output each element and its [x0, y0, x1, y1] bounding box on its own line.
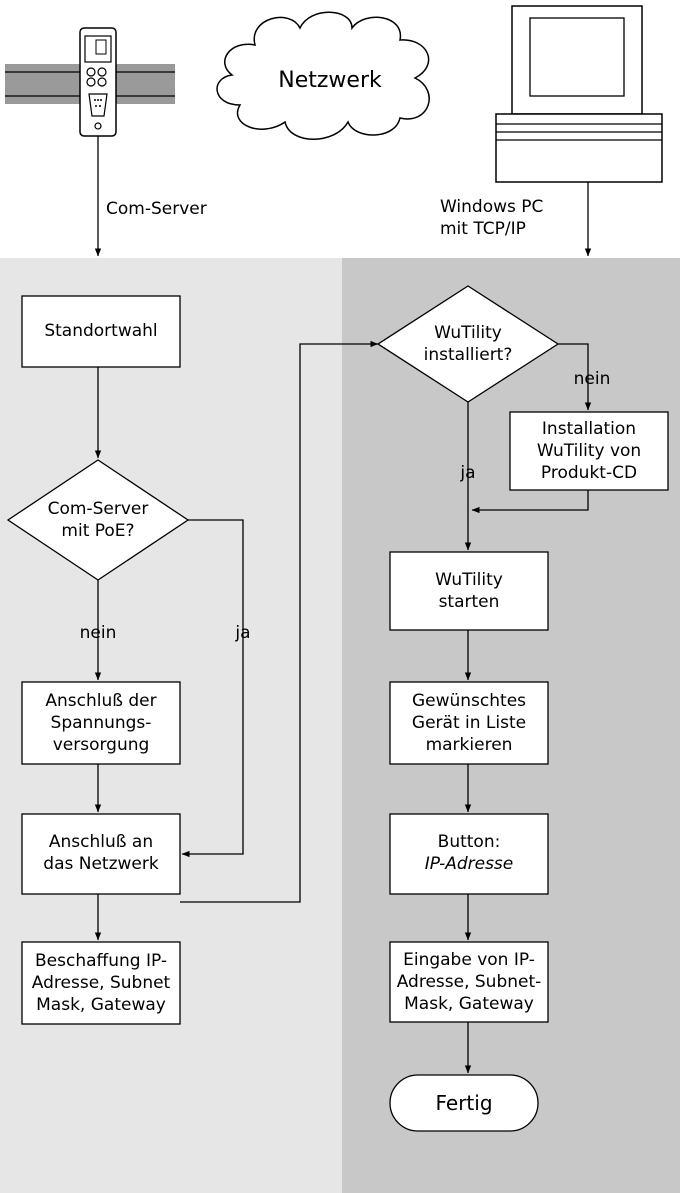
eingabe-line1: Eingabe von IP-	[403, 950, 535, 970]
poe-ja-label: ja	[235, 623, 251, 643]
beschaffung-line2: Adresse, Subnet	[31, 973, 171, 993]
installation-line2: WuTility von	[536, 441, 642, 461]
geraet-markieren-line1: Gewünschtes	[411, 691, 527, 711]
installation-line3: Produkt-CD	[540, 463, 638, 483]
poe-decision-line2: mit PoE?	[61, 521, 135, 541]
windows-pc-label-line1: Windows PC	[440, 197, 544, 217]
wutility-decision-label: WuTility installiert?	[398, 322, 538, 366]
connector-wutility-nein	[558, 343, 592, 411]
geraet-markieren-label: Gewünschtes Gerät in Liste markieren	[390, 690, 548, 756]
box-beschaffung	[21, 941, 181, 1025]
com-server-device-icon	[79, 27, 117, 137]
wutility-decision-line1: WuTility	[434, 323, 502, 343]
wutility-starten-line2: starten	[438, 592, 500, 612]
eingabe-label: Eingabe von IP- Adresse, Subnet- Mask, G…	[390, 949, 548, 1015]
poe-decision-label: Com-Server mit PoE?	[28, 498, 168, 542]
terminal-fertig	[389, 1074, 539, 1132]
wutility-nein-label: nein	[573, 369, 611, 389]
network-cloud-label: Netzwerk	[278, 68, 382, 93]
box-standortwahl	[21, 295, 181, 368]
geraet-markieren-line3: markieren	[425, 735, 513, 755]
connector-beschaffung-to-wutility	[180, 340, 379, 903]
anschluss-spannung-line3: versorgung	[52, 735, 150, 755]
wutility-starten-line1: WuTility	[435, 570, 503, 590]
geraet-markieren-line2: Gerät in Liste	[411, 713, 527, 733]
anschluss-spannung-label: Anschluß der Spannungs- versorgung	[22, 690, 180, 756]
network-cloud-icon	[216, 11, 430, 140]
wutility-decision-line2: installiert?	[423, 345, 513, 365]
box-anschluss-netzwerk	[21, 813, 181, 895]
windows-pc-label: Windows PC mit TCP/IP	[440, 196, 543, 240]
anschluss-spannung-line1: Anschluß der	[45, 691, 157, 711]
anschluss-netzwerk-line2: das Netzwerk	[43, 854, 159, 874]
box-wutility-starten	[389, 551, 549, 631]
beschaffung-line3: Mask, Gateway	[36, 995, 166, 1015]
beschaffung-line1: Beschaffung IP-	[35, 951, 167, 971]
standortwahl-label: Standortwahl	[44, 321, 158, 341]
connector-poe-ja	[181, 519, 244, 858]
box-installation	[509, 411, 669, 491]
eingabe-line2: Adresse, Subnet-	[396, 972, 542, 992]
box-geraet-markieren	[389, 681, 549, 765]
poe-nein-label: nein	[79, 623, 117, 643]
windows-pc-icon	[495, 5, 663, 183]
decision-poe	[6, 459, 190, 581]
anschluss-netzwerk-line1: Anschluß an	[48, 832, 154, 852]
installation-label: Installation WuTility von Produkt-CD	[510, 418, 668, 484]
box-button-ip	[389, 813, 549, 895]
anschluss-netzwerk-label: Anschluß an das Netzwerk	[22, 831, 180, 875]
box-eingabe	[389, 941, 549, 1023]
installation-line1: Installation	[541, 419, 637, 439]
button-ip-line1: Button:	[437, 832, 501, 852]
decision-wutility	[376, 285, 560, 403]
wutility-ja-label: ja	[460, 463, 476, 483]
beschaffung-label: Beschaffung IP- Adresse, Subnet Mask, Ga…	[22, 950, 180, 1016]
windows-pc-label-line2: mit TCP/IP	[440, 219, 526, 239]
button-ip-line2: IP-Adresse	[424, 854, 514, 874]
connector-installation-return	[471, 490, 589, 514]
eingabe-line3: Mask, Gateway	[404, 994, 534, 1014]
com-server-label: Com-Server	[106, 199, 207, 219]
anschluss-spannung-line2: Spannungs-	[50, 713, 152, 733]
box-anschluss-spannung	[21, 681, 181, 765]
poe-decision-line1: Com-Server	[47, 499, 149, 519]
fertig-label: Fertig	[435, 1091, 493, 1115]
button-ip-label: Button: IP-Adresse	[390, 831, 548, 875]
wutility-starten-label: WuTility starten	[390, 569, 548, 613]
